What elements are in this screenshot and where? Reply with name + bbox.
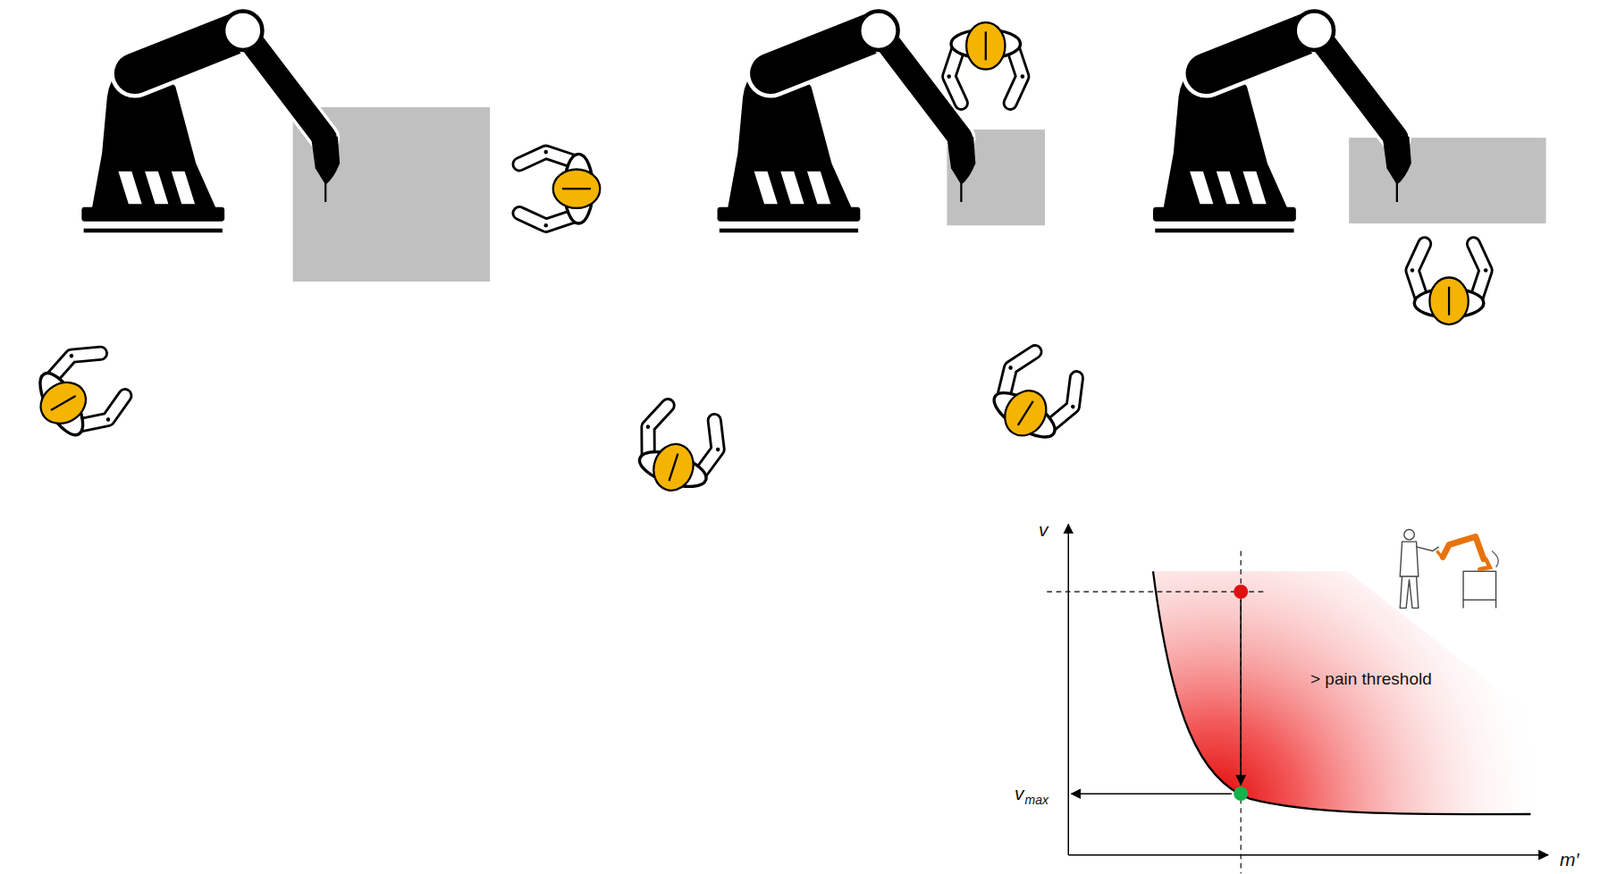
robot bbox=[1153, 11, 1412, 234]
x-axis bbox=[1068, 854, 1549, 856]
worker bbox=[1410, 244, 1489, 325]
y-axis bbox=[1068, 524, 1070, 856]
vmax-arrow bbox=[1071, 792, 1232, 794]
pain-region bbox=[1153, 571, 1531, 815]
worker bbox=[23, 340, 132, 448]
cobot-icon bbox=[1399, 529, 1499, 608]
subscript: max bbox=[1025, 792, 1049, 808]
worker bbox=[629, 401, 728, 503]
worker bbox=[946, 22, 1025, 103]
reduction-arrow bbox=[1239, 599, 1241, 785]
worker bbox=[980, 344, 1089, 454]
workpiece bbox=[1348, 137, 1546, 224]
worker bbox=[519, 150, 600, 228]
red-dot bbox=[1233, 584, 1248, 599]
region-label: > pain threshold bbox=[1310, 669, 1432, 690]
green-dot bbox=[1233, 786, 1248, 801]
axis-label: v bbox=[1014, 783, 1025, 805]
robot bbox=[81, 11, 340, 234]
threshold-curve bbox=[1153, 571, 1531, 815]
axis-label: v bbox=[1038, 519, 1049, 541]
dashed-guide bbox=[1240, 550, 1242, 874]
robot bbox=[717, 11, 977, 234]
axis-label: m′ bbox=[1559, 849, 1579, 871]
